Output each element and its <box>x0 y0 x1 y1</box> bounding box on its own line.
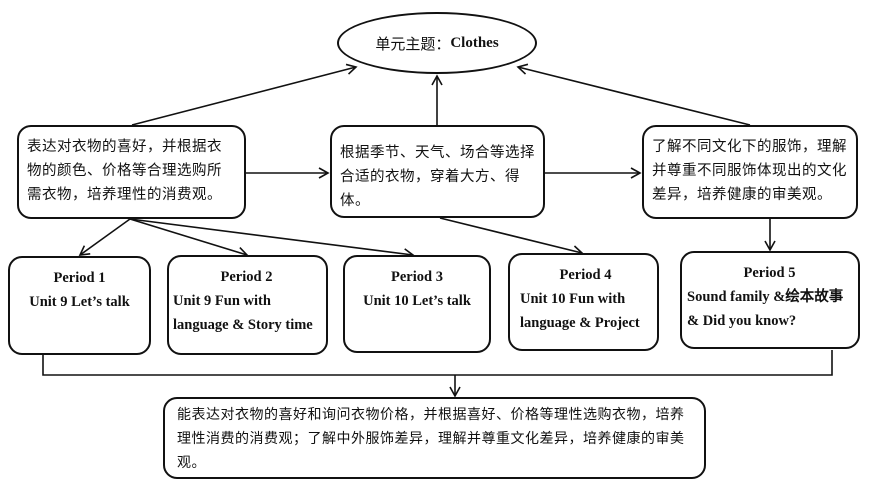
period-content: Sound family &绘本故事 & Did you know? <box>687 289 844 329</box>
period-title: Period 3 <box>391 269 443 285</box>
goal-text: 了解不同文化下的服饰，理解并尊重不同服饰体现出的文化差异，培养健康的审美观。 <box>652 139 847 203</box>
theme-title: Clothes <box>450 34 499 51</box>
arrow-to-period2 <box>129 218 249 258</box>
period-content: Unit 10 Let’s talk <box>363 293 471 309</box>
period-box-3: Period 3 Unit 10 Let’s talk <box>343 255 491 353</box>
summary-box: 能表达对衣物的喜好和询问衣物价格，并根据喜好、价格等理性选购衣物，培养理性消费的… <box>163 397 706 479</box>
arrow-to-period3 <box>129 218 415 260</box>
goal-text: 根据季节、天气、场合等选择合适的衣物，穿着大方、得体。 <box>340 145 535 209</box>
theme-ellipse: 单元主题：Clothes <box>337 12 537 74</box>
period-content: Unit 9 Fun with language & Story time <box>173 293 313 333</box>
arrow-to-period1 <box>78 218 131 256</box>
period-box-5: Period 5 Sound family &绘本故事 & Did you kn… <box>680 251 860 349</box>
bracket-line <box>42 350 833 376</box>
period-box-4: Period 4 Unit 10 Fun with language & Pro… <box>508 253 659 351</box>
period-title: Period 5 <box>743 265 796 281</box>
goal-box-1: 表达对衣物的喜好，并根据衣物的颜色、价格等合理选购所需衣物，培养理性的消费观。 <box>17 125 246 219</box>
arrow-goal1-to-theme <box>131 63 358 126</box>
goal-box-2: 根据季节、天气、场合等选择合适的衣物，穿着大方、得体。 <box>330 125 545 218</box>
arrow-to-period4 <box>439 217 584 257</box>
goal-box-3: 了解不同文化下的服饰，理解并尊重不同服饰体现出的文化差异，培养健康的审美观。 <box>642 125 858 219</box>
period-title: Period 2 <box>220 269 273 285</box>
period-box-2: Period 2 Unit 9 Fun with language & Stor… <box>167 255 328 355</box>
period-content: Unit 10 Fun with language & Project <box>520 291 640 331</box>
theme-prefix: 单元主题： <box>375 34 451 53</box>
period-title: Period 1 <box>53 270 106 286</box>
period-box-1: Period 1 Unit 9 Let’s talk <box>8 256 151 355</box>
period-title: Period 4 <box>559 267 612 283</box>
summary-text: 能表达对衣物的喜好和询问衣物价格，并根据喜好、价格等理性选购衣物，培养理性消费的… <box>177 407 685 471</box>
goal-text: 表达对衣物的喜好，并根据衣物的颜色、价格等合理选购所需衣物，培养理性的消费观。 <box>27 139 222 203</box>
period-content: Unit 9 Let’s talk <box>29 294 130 310</box>
arrow-goal3-to-theme <box>516 63 751 126</box>
